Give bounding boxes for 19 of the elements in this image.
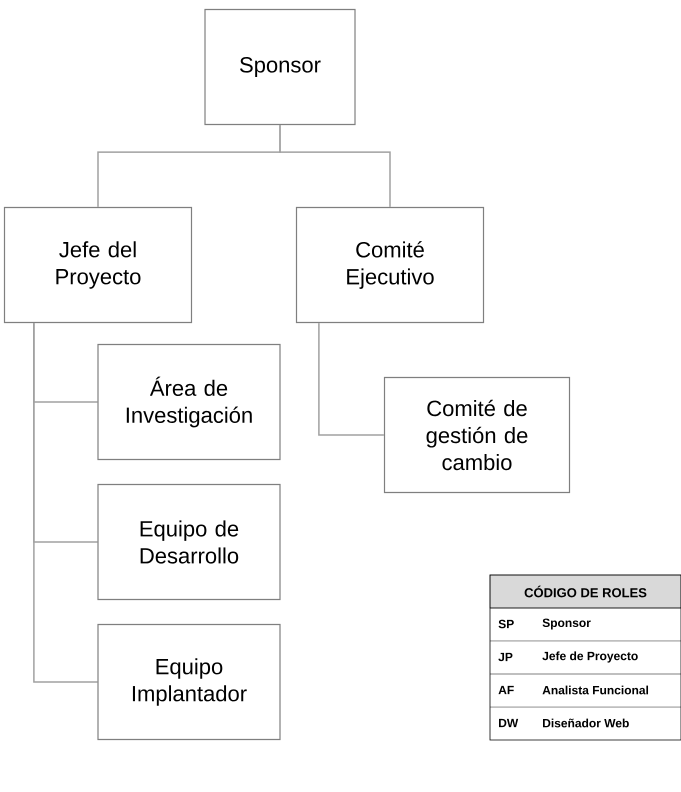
table-cell: Diseñador Web xyxy=(543,718,629,728)
org-box: Equipo de Desarrollo xyxy=(97,484,281,600)
connector-line xyxy=(33,323,98,683)
table-cell: DW xyxy=(499,718,518,728)
org-box: Comité de gestión de cambio xyxy=(384,376,570,494)
org-box: Comité Ejecutivo xyxy=(296,206,484,324)
table-cell: Jefe de Proyecto xyxy=(542,651,638,663)
table-cell: Sponsor xyxy=(542,618,591,630)
org-box: Sponsor xyxy=(204,8,356,126)
table-cell: Analista Funcional xyxy=(542,686,648,694)
org-box: Área de Investigación xyxy=(97,344,281,460)
table-header: CÓDIGO DE ROLES xyxy=(490,574,681,608)
connector-line xyxy=(318,323,384,436)
table-cell: JP xyxy=(498,652,512,662)
org-box: Jefe del Proyecto xyxy=(4,206,192,324)
connector-line xyxy=(279,125,391,207)
table-cell: SP xyxy=(498,620,514,628)
table-cell: AF xyxy=(498,686,514,694)
org-box: Equipo Implantador xyxy=(97,624,281,740)
